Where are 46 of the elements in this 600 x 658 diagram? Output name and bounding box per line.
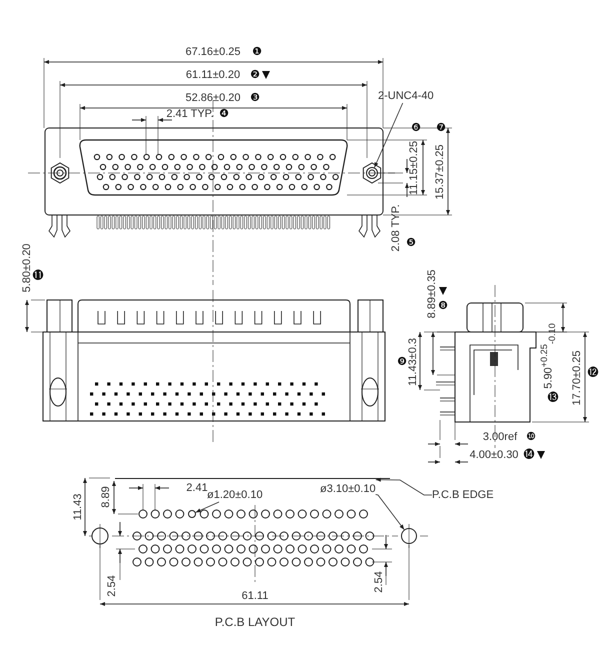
dimension-text: 8.89 [100,486,112,508]
dimension-text: 52.86±0.20 [186,92,240,104]
callout-number: ❽ [438,300,448,312]
callout-number: ⓬ [588,367,598,379]
dimension-text: 11.15±0.25 [408,140,420,196]
callout-number: ❿ [526,431,536,443]
dimension-text: 5.80±0.20 [21,244,33,292]
callout-number: ❼ [436,122,446,134]
hole-outline [366,167,378,179]
dimension-text: 8.89±0.35 [426,270,438,318]
callout-number: ❸ [250,92,260,104]
callout-label: P.C.B EDGE [432,489,494,501]
hole-outline [188,510,196,518]
dimension-text: 11.43 [72,494,84,520]
dimension-text: 2.54 [373,571,385,593]
callout-number: ❺ [406,237,416,249]
callout-number: ⓮ [524,449,534,461]
dimension-text: 17.70±0.25 [571,350,583,406]
leader-line [195,502,220,513]
dimension-text: 4.00±0.30 [470,449,518,461]
leader-line [375,478,432,496]
board-edge-line [115,478,390,479]
callout-number: ❷ [250,69,260,81]
view-title: P.C.B LAYOUT [214,616,296,628]
leader-line [374,102,404,168]
dimension-text: 3.00ref [482,431,518,443]
dimension-text: 2.41 TYP. [166,108,214,120]
dimension-text: 11.43±0.3 [407,338,419,386]
dimension-text: 2.54 [106,575,118,597]
callout-label: ø1.20±0.10 [207,489,263,501]
callout-label: 2-UNC4-40 [378,90,434,102]
callout-number: ❹ [219,108,229,120]
dimension-text: 15.37±0.25 [434,144,446,200]
callout-number: ⓭ [548,392,558,404]
leader-line [375,494,405,530]
callout-number: ❾ [397,356,407,368]
dimension-text: 2.08 TYP. [390,204,402,252]
callout-label: ø3.10±0.10 [320,483,376,495]
callout-number: ⓫ [32,270,44,282]
dimension-text: 61.11±0.20 [186,69,240,81]
callout-number: ❻ [411,122,421,134]
dimension-text: 2.41 [186,482,208,494]
hole-outline [401,528,417,544]
dimension-text: 61.11 [242,590,268,602]
callout-number: ❶ [252,46,262,58]
dimension-text: 67.16±0.25 [186,46,240,58]
